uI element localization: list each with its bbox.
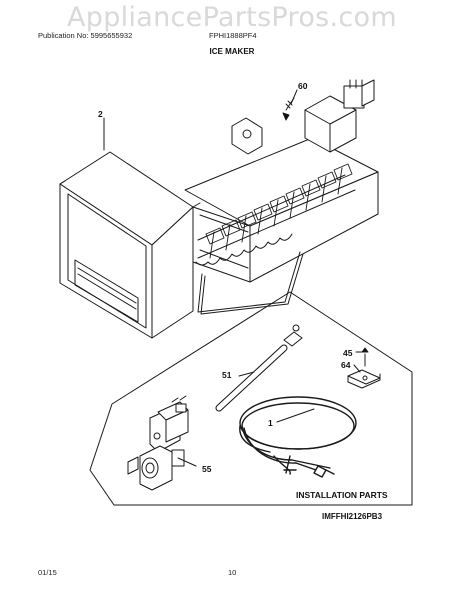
callout-1: 1: [268, 418, 273, 428]
ice-mold-tray: [184, 137, 379, 283]
callout-55: 55: [202, 464, 212, 474]
page-title: ICE MAKER: [209, 47, 255, 56]
diagram-code: IMFFHI2126PB3: [322, 512, 383, 521]
fill-tube-51: [215, 324, 303, 412]
publication-number: Publication No: 5995655932: [38, 31, 133, 40]
shutoff-arm: [197, 251, 301, 313]
watermark: AppliancePartsPros.com: [67, 2, 397, 33]
water-line-1: [239, 396, 357, 478]
page-number: 10: [228, 568, 237, 577]
installation-parts-label: INSTALLATION PARTS: [296, 490, 388, 500]
ice-maker-housing: [59, 151, 201, 339]
footer-date: 01/15: [38, 568, 57, 577]
model-number: FPHI1888PF4: [209, 31, 257, 40]
water-valve-55: [127, 395, 197, 491]
clamp-64: [347, 347, 381, 389]
callout-64: 64: [341, 360, 351, 370]
callout-60: 60: [298, 81, 308, 91]
callout-45: 45: [343, 348, 353, 358]
callout-2: 2: [98, 109, 103, 119]
mounting-bracket: [231, 79, 375, 155]
callout-51: 51: [222, 370, 232, 380]
installation-parts-box: [89, 291, 413, 506]
